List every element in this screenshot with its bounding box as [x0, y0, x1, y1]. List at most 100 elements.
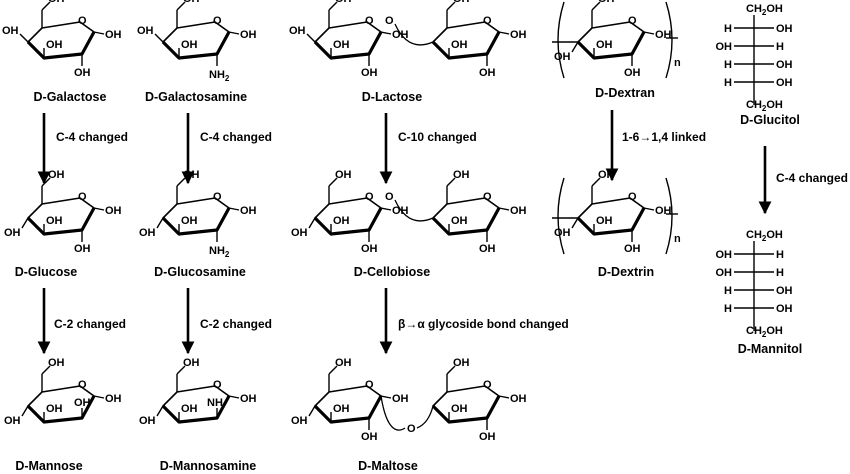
c4-hydroxyl: OH — [139, 415, 156, 427]
c2-hydroxyl: OH — [74, 397, 91, 409]
c3-hydroxyl: OH — [451, 215, 468, 227]
c6-hydroxyl: OH — [48, 357, 65, 369]
ring-oxygen: O — [213, 191, 222, 203]
anomeric-hydroxyl: OH — [240, 205, 257, 217]
c3-hydroxyl: OH — [181, 39, 198, 51]
anomeric-hydroxyl: OH — [105, 205, 122, 217]
left-substituent: OH — [716, 267, 733, 279]
left-bracket — [557, 1, 565, 79]
c2-amino: NH2 — [209, 69, 230, 83]
bond — [643, 207, 655, 211]
ring-front-edge — [26, 207, 96, 236]
c6-hydroxyl: OH — [183, 169, 200, 181]
ring-front-edge — [161, 207, 231, 236]
anomeric-hydroxyl: OH — [240, 393, 257, 405]
c4-hydroxyl: OH — [291, 227, 308, 239]
bond — [308, 405, 316, 417]
linkage-bond — [394, 199, 434, 222]
bond — [19, 33, 29, 43]
anomeric-hydroxyl: OH — [510, 29, 527, 41]
right-substituent: OH — [776, 77, 793, 89]
c2-hydroxyl: OH — [74, 243, 91, 255]
arrow-gal_to_glc: C-4 changed — [37, 113, 128, 185]
c4-hydroxyl: OH — [4, 415, 21, 427]
name-mannitol: D-Mannitol — [738, 342, 803, 356]
bond — [446, 365, 456, 375]
bond — [498, 31, 510, 35]
c6-hydroxyl: OH — [453, 169, 470, 181]
left-substituent: H — [724, 59, 732, 71]
ring-front-edge — [576, 207, 646, 236]
bond — [591, 1, 601, 11]
arrow-label-dextran_to_dextrin: 1-6→1,4 linked — [622, 130, 706, 144]
c3-hydroxyl: OH — [46, 215, 63, 227]
ring-front-edge — [313, 207, 383, 236]
ring-oxygen: O — [365, 379, 374, 391]
molecule-structures: OOHOHOHOHOHOOHOHOHOHNH2OOHOHOHOHOHOOHOHO… — [2, 0, 793, 443]
ring-front-edge — [161, 395, 231, 424]
arrow-galn_to_glcn: C-4 changed — [181, 113, 272, 185]
right-substituent: OH — [776, 23, 793, 35]
bond — [228, 31, 240, 35]
left-substituent: H — [724, 303, 732, 315]
bond — [41, 1, 51, 11]
bond — [446, 177, 456, 187]
arrow-cel_to_mal: β→α glycoside bond changed — [379, 288, 569, 355]
ring-front-edge — [26, 395, 96, 424]
anomeric-hydroxyl: OH — [240, 29, 257, 41]
anomeric-hydroxyl: OH — [105, 29, 122, 41]
ring-front-edge — [431, 31, 501, 60]
ring-oxygen: O — [213, 379, 222, 391]
c3-hydroxyl: OH — [181, 215, 198, 227]
ring-front-edge — [576, 31, 646, 60]
c2-amino: NH2 — [209, 245, 230, 259]
c3-hydroxyl: OH — [333, 39, 350, 51]
right-substituent: OH — [776, 303, 793, 315]
c2-hydroxyl: OH — [624, 243, 641, 255]
c2-hydroxyl: OH — [479, 67, 496, 79]
name-glucose: D-Glucose — [15, 265, 78, 279]
ring-oxygen: O — [483, 191, 492, 203]
arrow-glcn_to_mann: C-2 changed — [181, 288, 272, 355]
ring-front-edge — [161, 31, 231, 60]
name-galactose: D-Galactose — [34, 90, 107, 104]
arrow-dextran_to_dextrin: 1-6→1,4 linked — [605, 110, 706, 182]
name-glucosamine: D-Glucosamine — [154, 265, 246, 279]
ring-front-edge — [26, 31, 96, 60]
bond — [328, 365, 338, 375]
repeat-count: n — [674, 233, 681, 245]
bond — [643, 31, 655, 35]
ring-oxygen: O — [628, 15, 637, 27]
bond — [21, 405, 29, 417]
c3-hydroxyl: OH — [46, 39, 63, 51]
c6-hydroxyl: OH — [335, 357, 352, 369]
bond — [328, 177, 338, 187]
c3-hydroxyl: OH — [181, 403, 198, 415]
c3-hydroxyl: OH — [596, 215, 613, 227]
c6-hydroxyl: OH — [183, 357, 200, 369]
top-ch2oh: CH2OH — [746, 229, 783, 243]
right-substituent: H — [776, 267, 784, 279]
name-maltose: D-Maltose — [358, 459, 418, 473]
bottom-ch2oh: CH2OH — [746, 325, 783, 339]
anomeric-hydroxyl: OH — [510, 393, 527, 405]
ring-oxygen: O — [628, 191, 637, 203]
right-substituent: H — [776, 41, 784, 53]
arrow-label-galn_to_glcn: C-4 changed — [200, 130, 272, 144]
left-substituent: H — [724, 77, 732, 89]
c4-hydroxyl: OH — [554, 227, 571, 239]
c6-hydroxyl: OH — [335, 0, 352, 5]
right-bracket — [665, 1, 673, 79]
ring-oxygen: O — [78, 15, 87, 27]
left-substituent: OH — [716, 249, 733, 261]
c6-hydroxyl: OH — [48, 169, 65, 181]
